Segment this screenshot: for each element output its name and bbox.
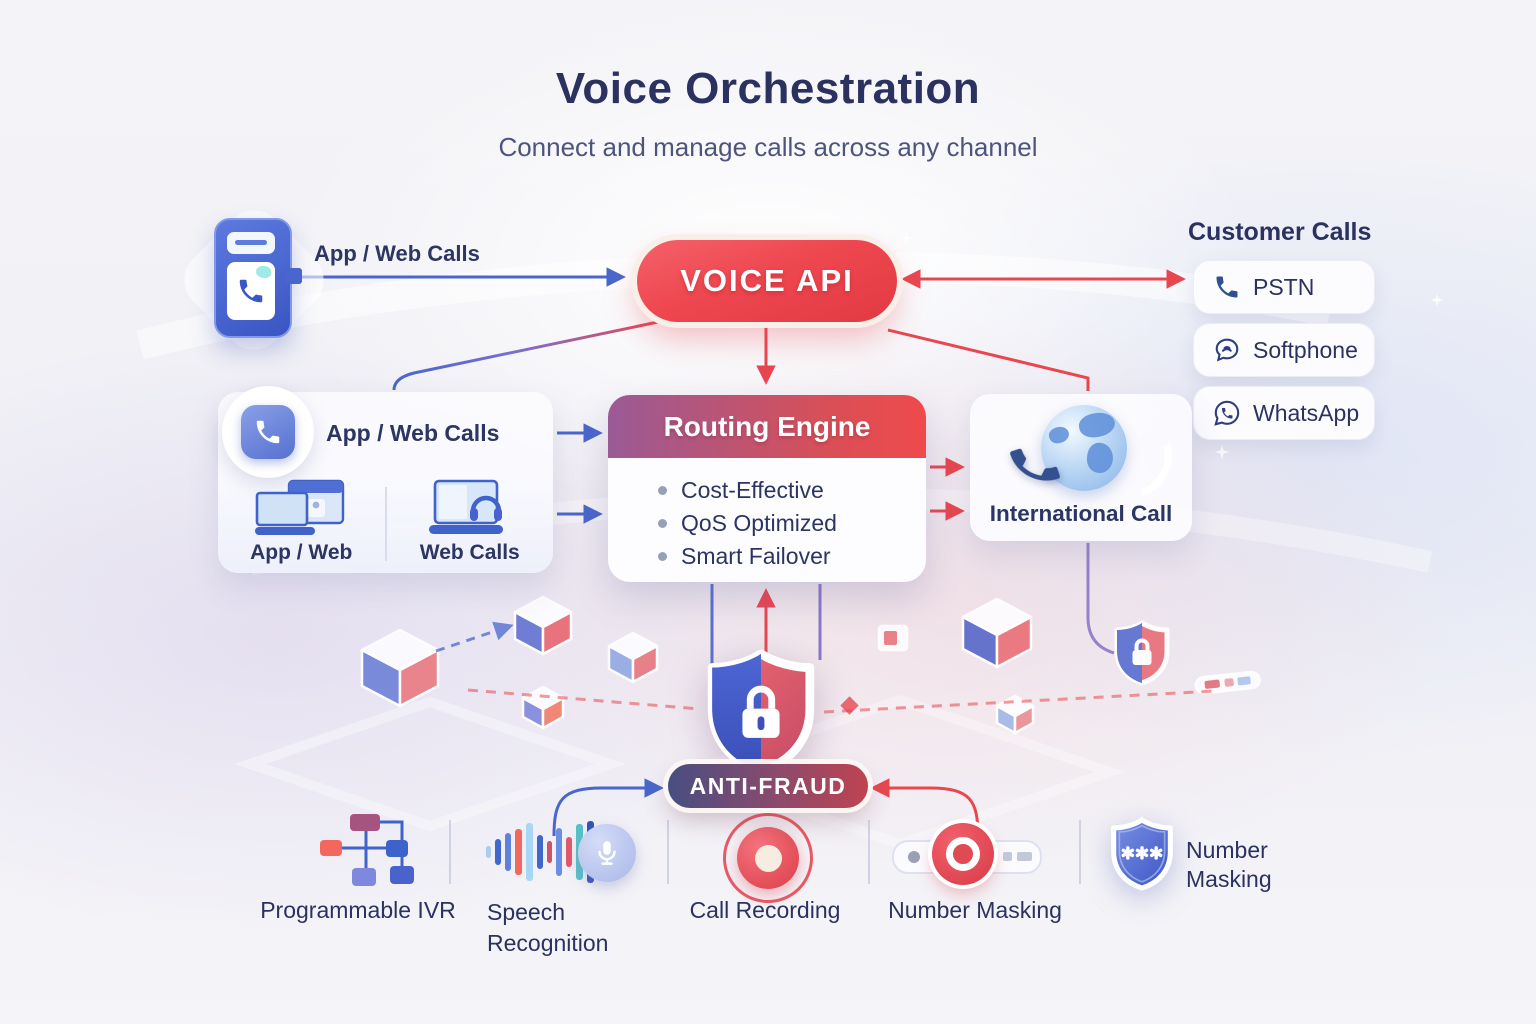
channel-card-softphone: Softphone [1193,323,1375,377]
routing-engine-title: Routing Engine [663,410,871,442]
channel-card-pstn: PSTN [1193,260,1375,314]
sources-card-cells: App / Web Web Calls [218,475,553,573]
phone-icon [1213,273,1241,301]
anti-fraud-label: ANTI-FRAUD [689,772,847,799]
channel-label: WhatsApp [1253,399,1360,426]
bullet-item: Cost-Effective [658,474,926,507]
bullet-item: Smart Failover [658,540,926,573]
feature-label-programmable-ivr: Programmable IVR [260,897,456,923]
source-cell-app-web: App / Web [218,475,385,573]
international-call-card: International Call [970,394,1192,541]
masking-record-icon [932,823,994,885]
phone-app-icon [241,405,295,459]
channel-label: PSTN [1253,273,1315,300]
sources-card-title: App / Web Calls [326,420,500,446]
channel-card-whatsapp: WhatsApp [1193,386,1375,440]
phone-call-card [227,262,275,320]
bullet-dot [658,552,667,561]
shield-lock-icon [707,649,815,776]
routing-engine-card: Routing Engine Cost-Effective QoS Optimi… [608,395,926,582]
source-cell-label: Web Calls [419,541,520,564]
app-web-sources-card: App / Web Calls App / Web [218,386,553,573]
page-subtitle: Connect and manage calls across any chan… [498,132,1038,162]
voice-api-node: VOICE API [637,240,897,322]
customer-calls-title: Customer Calls [1188,218,1372,246]
routing-engine-bullets: Cost-Effective QoS Optimized Smart Failo… [608,458,926,573]
feature-label-number-masking-shield: Number Masking [1186,837,1272,892]
arrow-connector-tab [286,268,302,284]
feature-divider [449,820,451,884]
voice-api-label: VOICE API [680,263,854,298]
bullet-dot [658,486,667,495]
feature-label-number-masking: Number Masking [888,897,1062,923]
international-call-label: International Call [989,501,1173,526]
record-icon [723,813,813,903]
phone-status-bar [227,232,275,254]
feature-divider [667,820,669,884]
laptop-headset-icon [387,475,554,537]
customer-calls-panel: PSTN Softphone WhatsApp [1193,260,1375,440]
bullet-dot [658,519,667,528]
feature-divider [868,820,870,884]
routing-engine-header: Routing Engine [608,395,926,458]
flowchart-icon [320,814,414,886]
feature-label-call-recording: Call Recording [689,897,841,923]
smartphone-icon [214,218,292,338]
whatsapp-icon [1214,400,1240,426]
phone-app-badge [222,386,314,478]
microphone-icon [578,824,636,882]
source-cell-web-calls: Web Calls [387,475,554,573]
channel-label: Softphone [1253,336,1358,363]
laptop-window-icon [218,475,385,537]
app-web-calls-arrow-label: App / Web Calls [314,241,480,266]
small-shield-lock-icon [1114,620,1170,686]
shield-asterisks-icon [1111,817,1173,891]
anti-fraud-node: ANTI-FRAUD [668,764,868,808]
cell-divider [384,487,387,561]
phone-handset-icon [236,276,266,306]
feature-divider [1079,820,1081,884]
page-title: Voice Orchestration [555,64,981,113]
source-cell-label: App / Web [250,541,353,564]
feature-label-speech-recognition: Speech Recognition [487,899,609,956]
softphone-bubble-icon [1215,338,1239,362]
bullet-item: QoS Optimized [658,507,926,540]
